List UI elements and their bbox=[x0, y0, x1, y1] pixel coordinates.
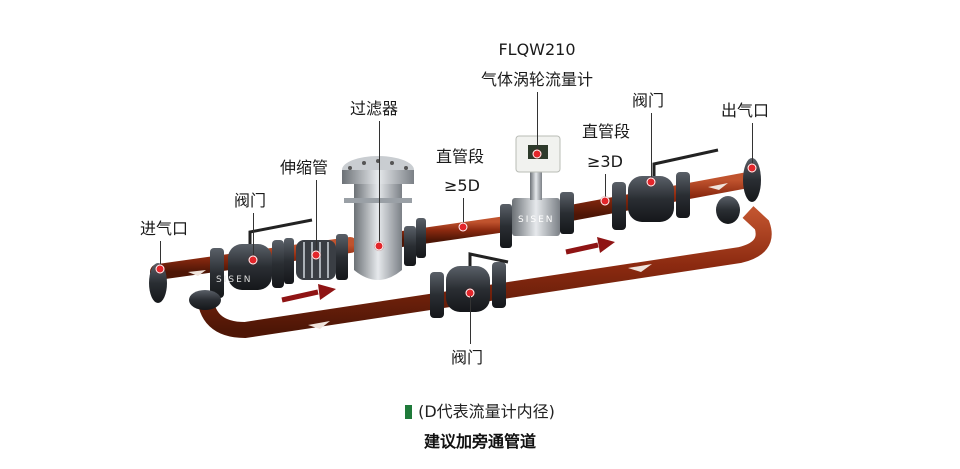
label-outlet: 出气口 bbox=[721, 101, 770, 120]
marker-dot bbox=[747, 163, 757, 173]
brand-mark: SISEN bbox=[216, 275, 253, 285]
label-valve-bypass: 阀门 bbox=[451, 348, 484, 367]
bypass-tee-flange bbox=[189, 290, 221, 310]
marker-dot bbox=[532, 149, 542, 159]
leader-line bbox=[379, 121, 380, 245]
leader-line bbox=[316, 180, 317, 254]
legend-note: (D代表流量计内径) bbox=[418, 402, 555, 421]
marker-dot bbox=[458, 222, 468, 232]
filter bbox=[342, 156, 426, 280]
label-filter: 过滤器 bbox=[350, 99, 399, 118]
brand-mark: SISEN bbox=[518, 215, 555, 225]
legend: (D代表流量计内径) 建议加旁通管道 bbox=[0, 398, 960, 452]
legend-note-row: (D代表流量计内径) bbox=[0, 398, 960, 422]
outlet-valve bbox=[612, 148, 719, 230]
label-straight-upstream: 直管段 bbox=[436, 147, 485, 166]
marker-dot bbox=[600, 196, 610, 206]
inlet-flange bbox=[149, 263, 167, 303]
label-upstream-length: ≥5D bbox=[444, 176, 480, 195]
leader-line bbox=[463, 198, 464, 226]
leader-line bbox=[537, 92, 538, 154]
label-valve-inlet: 阀门 bbox=[234, 191, 267, 210]
leader-line bbox=[605, 174, 606, 200]
marker-dot bbox=[374, 241, 384, 251]
label-straight-downstream: 直管段 bbox=[582, 122, 631, 141]
label-meter-name: 气体涡轮流量计 bbox=[480, 70, 594, 89]
leader-line bbox=[470, 296, 471, 344]
flow-arrow-main-left bbox=[281, 284, 336, 303]
marker-dot bbox=[646, 177, 656, 187]
legend-title: 建议加旁通管道 bbox=[423, 432, 536, 451]
label-meter-model: FLQW210 bbox=[498, 40, 576, 59]
label-expansion-joint: 伸缩管 bbox=[280, 158, 329, 177]
label-inlet: 进气口 bbox=[140, 219, 189, 238]
turbine-flow-meter: SISEN bbox=[500, 135, 574, 248]
bypass-valve bbox=[430, 252, 509, 318]
expansion-joint bbox=[284, 234, 348, 284]
flow-arrow-pipe-markers bbox=[188, 183, 728, 329]
legend-swatch bbox=[405, 405, 413, 419]
flow-arrow-main-right bbox=[565, 237, 615, 255]
marker-dot bbox=[248, 255, 258, 265]
leader-line bbox=[651, 113, 652, 181]
inlet-valve: SISEN bbox=[210, 218, 313, 298]
marker-dot bbox=[155, 264, 165, 274]
leader-line bbox=[253, 213, 254, 259]
label-downstream-length: ≥3D bbox=[587, 152, 623, 171]
leader-line bbox=[752, 123, 753, 167]
marker-dot bbox=[311, 250, 321, 260]
leader-line bbox=[160, 241, 161, 268]
label-valve-outlet: 阀门 bbox=[632, 91, 665, 110]
